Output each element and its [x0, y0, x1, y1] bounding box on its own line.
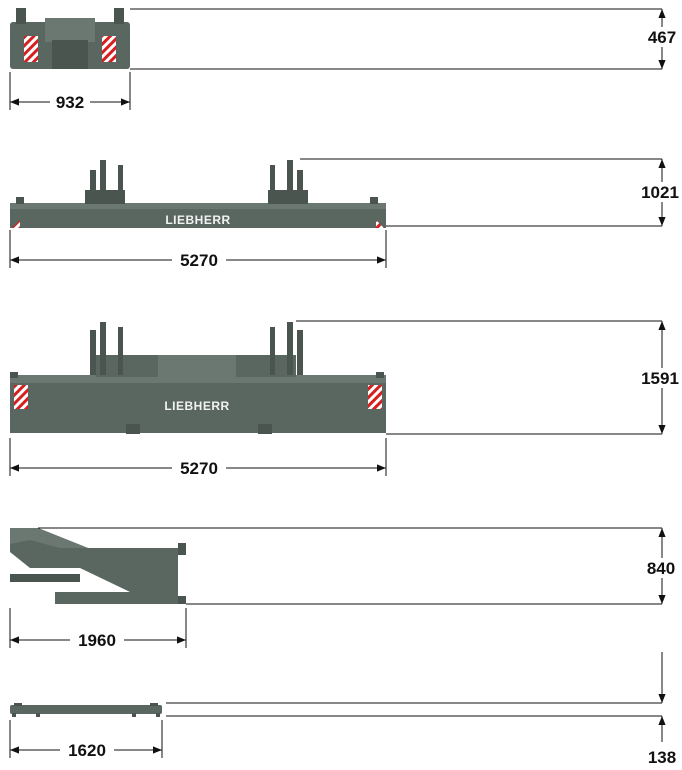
plate-view-height-label: 138	[648, 748, 676, 767]
warning-stripe-right	[102, 36, 116, 62]
beam-view-component: LIEBHERR	[10, 160, 386, 228]
ballast-view-width-label: 5270	[180, 459, 218, 478]
end-view-height-label: 467	[648, 28, 676, 47]
side-view-height-label: 840	[647, 559, 675, 578]
ballast-view-height-label: 1591	[641, 369, 679, 388]
ballast-brand-label: LIEBHERR	[164, 399, 229, 413]
side-view-width-label: 1960	[78, 631, 116, 650]
warning-stripe-left	[24, 36, 38, 62]
side-view: 840 1960	[9, 527, 680, 650]
ballast-view: LIEBHERR 1591 5270	[9, 320, 682, 478]
beam-view: LIEBHERR 1021 5270	[9, 158, 682, 270]
ballast-view-component: LIEBHERR	[10, 322, 386, 434]
plate-view-width-label: 1620	[68, 741, 106, 760]
plate-view: 138 1620	[9, 652, 676, 767]
plate-view-component	[10, 703, 162, 717]
beam-view-width-label: 5270	[180, 251, 218, 270]
beam-brand-label: LIEBHERR	[165, 213, 230, 227]
end-view: 467 932	[9, 8, 680, 112]
end-view-component	[10, 8, 130, 69]
end-view-width-label: 932	[56, 93, 84, 112]
beam-view-height-label: 1021	[641, 183, 679, 202]
side-view-component	[10, 528, 186, 604]
